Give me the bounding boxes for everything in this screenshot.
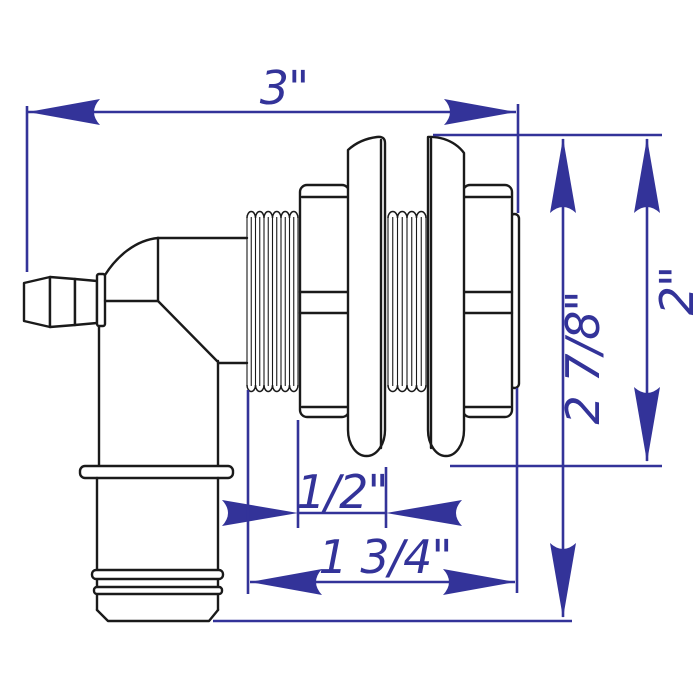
dim-overall-height-arrow-top	[550, 138, 576, 213]
dim-overall-height-label: 2 7/8"	[556, 291, 610, 424]
dim-shank-length-arrow-left	[250, 569, 322, 595]
dim-flange-height-arrow-top	[634, 138, 660, 213]
dim-shank-length: 1 3/4"	[246, 388, 519, 595]
dim-overall-height: 2 7/8"	[550, 138, 610, 618]
dim-exposed-thread-label: 1/2"	[296, 465, 387, 519]
elbow-body-fill	[97, 238, 246, 466]
dim-flange-height: 2"	[634, 138, 700, 462]
flange-dome-left	[346, 135, 387, 458]
hose-barb	[22, 272, 107, 329]
drain-spout	[78, 464, 235, 623]
thread-section-middle	[387, 210, 427, 393]
lock-ring-right	[461, 183, 514, 419]
thread-section-left	[246, 210, 299, 393]
dim-flange-height-arrow-bottom	[634, 387, 660, 462]
dim-overall-width-arrow-right	[444, 99, 516, 125]
dim-exposed-thread: 1/2"	[222, 420, 462, 528]
dim-overall-width: 3"	[25, 61, 520, 272]
dim-overall-width-label: 3"	[260, 61, 308, 115]
dim-flange-height-label: 2"	[650, 267, 700, 315]
dim-shank-length-label: 1 3/4"	[318, 530, 451, 584]
dim-shank-length-arrow-right	[443, 569, 515, 595]
dim-overall-width-arrow-left	[28, 99, 100, 125]
lock-ring-left	[298, 183, 351, 419]
flange-dome-right	[426, 135, 466, 458]
dim-overall-height-arrow-bottom	[550, 543, 576, 618]
elbow-body	[97, 236, 249, 468]
dim-exposed-thread-arrow-right	[386, 500, 462, 526]
dim-exposed-thread-arrow-left	[222, 500, 298, 526]
